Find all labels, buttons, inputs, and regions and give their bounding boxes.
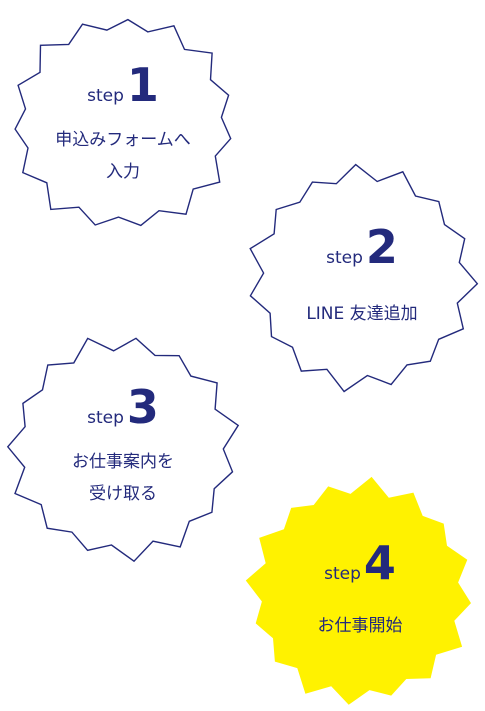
step-1-label-line-2: 入力 [106,161,140,182]
step-4-label-line-1: お仕事開始 [317,615,403,636]
step-2-badge: step 2 LINE 友達追加 [248,163,479,393]
starburst-shape-4 [245,476,471,705]
step-3-word: step [87,407,124,428]
starburst-outline-3 [6,337,240,563]
starburst-outline-4 [245,476,471,705]
step-4-word: step [324,563,361,584]
step-3-label-line-2: 受け取る [89,483,157,504]
step-2-label-line-1: LINE 友達追加 [306,303,418,324]
step-1-word: step [87,85,124,106]
starburst-outline-1 [14,18,232,227]
starburst-outline-2 [249,163,479,393]
step-3-badge: step 3 お仕事案内を 受け取る [6,335,240,563]
step-3-label-line-1: お仕事案内を [72,451,174,472]
step-1-badge: step 1 申込みフォームへ 入力 [9,14,237,232]
step-4-badge: step 4 お仕事開始 [245,476,474,706]
step-3-number: 3 [126,379,159,434]
step-3-heading: step 3 [87,379,159,434]
starburst-shape-3 [6,337,240,563]
step-1-label-line-1: 申込みフォームへ [55,129,191,150]
step-2-heading: step 2 [326,219,398,274]
starburst-shape-2 [249,163,479,393]
step-2-word: step [326,247,363,268]
step-1-heading: step 1 [87,57,159,112]
step-2-number: 2 [365,219,398,274]
step-1-number: 1 [126,57,159,112]
step-4-number: 4 [363,535,396,590]
starburst-shape-1 [14,18,232,227]
step-4-heading: step 4 [324,535,396,590]
